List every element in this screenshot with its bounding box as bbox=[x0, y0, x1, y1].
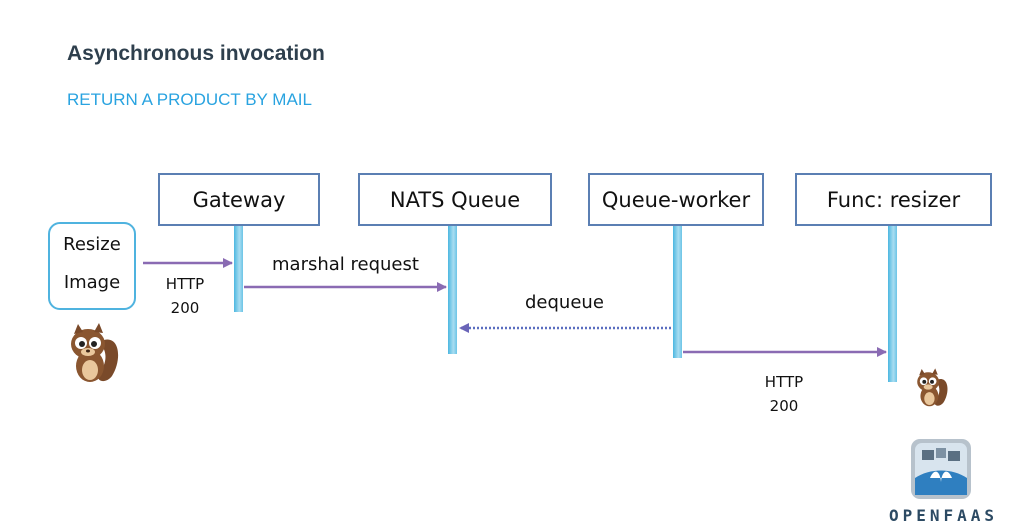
client-label-line1: Resize bbox=[63, 234, 121, 255]
lifeline-nats-queue bbox=[448, 226, 457, 354]
squirrel-mascot-icon bbox=[71, 323, 119, 382]
http-label: HTTP bbox=[764, 373, 804, 391]
lifeline-func-resizer bbox=[888, 226, 897, 382]
status-code-label: 200 bbox=[170, 299, 200, 317]
marshal-request-label: marshal request bbox=[272, 254, 419, 275]
http-200-client-label: HTTP 200 bbox=[160, 272, 210, 320]
dequeue-label: dequeue bbox=[525, 292, 604, 313]
actor-gateway: Gateway bbox=[158, 173, 320, 226]
actor-func-resizer: Func: resizer bbox=[795, 173, 992, 226]
lifeline-queue-worker bbox=[673, 226, 682, 358]
openfaas-wordmark: OPENFAAS bbox=[889, 506, 999, 525]
page-title: Asynchronous invocation bbox=[67, 42, 325, 65]
client-label-line2: Image bbox=[63, 272, 121, 293]
status-code-label: 200 bbox=[769, 397, 799, 415]
squirrel-mascot-small-icon bbox=[917, 368, 948, 407]
actor-nats-queue: NATS Queue bbox=[358, 173, 552, 226]
page-subtitle: RETURN A PRODUCT BY MAIL bbox=[67, 90, 312, 109]
lifeline-gateway bbox=[234, 226, 243, 312]
http-label: HTTP bbox=[165, 275, 205, 293]
actor-queue-worker: Queue-worker bbox=[588, 173, 764, 226]
client-resize-image-box: Resize Image bbox=[48, 222, 136, 310]
openfaas-logo-icon bbox=[911, 439, 971, 499]
http-200-func-label: HTTP 200 bbox=[756, 370, 812, 418]
